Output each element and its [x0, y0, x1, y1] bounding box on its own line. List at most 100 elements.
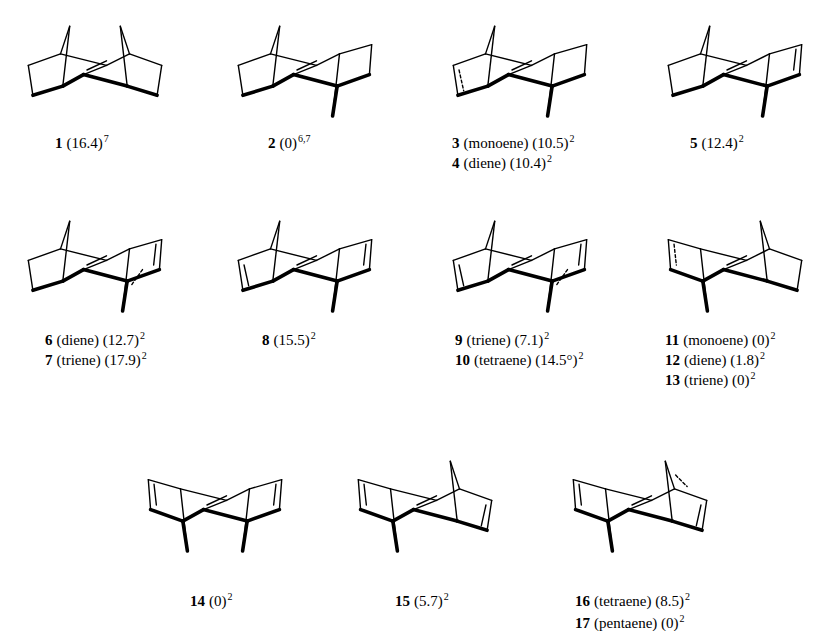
compound-caption: 5(12.4)2 [690, 130, 744, 152]
bond [369, 45, 371, 75]
bond [548, 86, 553, 116]
bond [84, 270, 128, 282]
sesquinorbornene-structure [453, 26, 586, 116]
reference-superscript: 2 [569, 133, 574, 144]
bond [337, 270, 369, 282]
bond [337, 75, 369, 87]
bond [274, 484, 276, 505]
caption-text: (0) [209, 593, 227, 609]
reference-superscript: 2 [547, 153, 552, 164]
caption-text: (monoene) (10.5) [464, 135, 569, 151]
caption-text: (pentaene) (0) [594, 615, 679, 631]
bond [333, 86, 338, 116]
bond [247, 510, 279, 521]
compound-caption: 4(diene) (10.4)2 [452, 150, 552, 172]
bond [608, 510, 629, 521]
sesquinorbornene-structure [453, 221, 586, 311]
bond [763, 86, 768, 116]
compound-number: 10 [455, 352, 470, 368]
bond [87, 61, 107, 70]
reference-superscript: 2 [739, 133, 744, 144]
bond [358, 480, 360, 510]
compound-caption: 16(tetraene) (8.5)2 [575, 588, 690, 610]
bond [28, 65, 33, 95]
compound-caption: 17(pentaene) (0)2 [575, 610, 685, 631]
sesquinorbornene-structure [668, 26, 801, 116]
bond [488, 75, 509, 87]
bond [63, 221, 70, 281]
caption-text: (tetraene) (8.5) [594, 593, 684, 609]
bond [130, 54, 162, 66]
bond [512, 256, 532, 265]
bond [488, 26, 495, 86]
bond [238, 249, 270, 261]
bond [770, 45, 802, 54]
reference-superscript: 2 [444, 591, 449, 602]
bond [393, 521, 398, 551]
bond [28, 54, 60, 66]
bond [417, 496, 437, 505]
caption-text: (triene) (17.9) [57, 352, 141, 368]
bond [453, 249, 485, 261]
bond [555, 45, 587, 54]
bond [557, 268, 569, 284]
bond [509, 75, 553, 87]
bond [486, 54, 532, 66]
bond [279, 480, 281, 510]
bond [747, 54, 770, 66]
compound-caption: 10(tetraene) (14.5°)2 [455, 347, 583, 369]
reference-superscript: 2 [760, 350, 765, 361]
reference-superscript: 2 [685, 591, 690, 602]
bond [297, 61, 317, 70]
reference-superscript: 6,7 [298, 133, 311, 144]
reference-superscript: 2 [578, 350, 583, 361]
bond [701, 54, 747, 66]
bond [767, 281, 797, 290]
bond [317, 249, 340, 261]
bond [204, 510, 248, 521]
bond [181, 489, 227, 501]
caption-text: (diene) (10.4) [464, 155, 546, 171]
bond [151, 510, 183, 521]
compound-number: 13 [665, 372, 680, 388]
compound-number: 1 [55, 135, 63, 151]
compound-number: 11 [665, 332, 679, 348]
bond [28, 260, 33, 290]
bond [573, 480, 605, 489]
bond [364, 244, 366, 265]
compound-number: 12 [665, 352, 680, 368]
reference-superscript: 2 [680, 613, 685, 624]
sesquinorbornene-structure [148, 480, 281, 551]
bond [148, 480, 180, 489]
bond [391, 489, 437, 501]
bond [243, 521, 248, 551]
bond [273, 75, 294, 87]
caption-text: (16.4) [67, 135, 103, 151]
bond [509, 270, 553, 282]
reference-superscript: 2 [142, 350, 147, 361]
sesquinorbornene-structure [238, 26, 371, 116]
bond [450, 461, 457, 521]
sesquinorbornene-structure [238, 221, 371, 311]
bond [703, 270, 724, 282]
bond [317, 54, 340, 66]
compound-caption: 11(monoene) (0)2 [665, 327, 775, 349]
bond [674, 244, 676, 265]
bond [340, 240, 372, 249]
bond [703, 281, 708, 311]
bond [724, 75, 768, 87]
bond [361, 510, 393, 521]
compound-caption: 13(triene) (0)2 [665, 367, 755, 389]
bond [673, 86, 703, 95]
bond [703, 75, 724, 87]
compound-caption: 15(5.7)2 [395, 588, 449, 610]
bond [579, 484, 581, 505]
bond [668, 240, 670, 270]
bond [157, 65, 162, 95]
bond [453, 65, 458, 95]
bond [555, 240, 587, 249]
caption-text: (5.7) [414, 593, 443, 609]
caption-text: (diene) (1.8) [684, 352, 759, 368]
bond [548, 281, 553, 311]
